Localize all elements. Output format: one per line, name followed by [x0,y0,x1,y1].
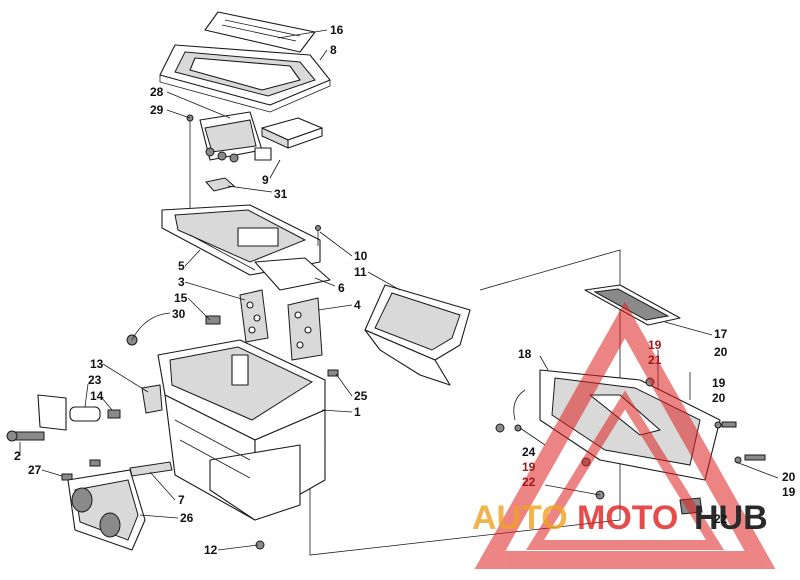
callout-14: 14 [90,389,104,403]
callout-25: 25 [354,389,368,403]
callout-20-a: 20 [714,345,728,359]
callout-16: 16 [330,23,344,37]
part-4-gasket [287,297,323,361]
watermark-word-auto: AUTO [472,499,568,537]
callout-7: 7 [178,493,185,507]
leader-lines [19,29,779,551]
callout-27: 27 [28,463,42,477]
part-7-tube [129,461,173,477]
callout-9: 9 [262,173,269,187]
part-1-airbox [157,339,326,521]
part-13-clip [141,384,163,414]
part-16-label [204,11,316,53]
callout-19-a: 19 [648,338,662,352]
callout-17: 17 [714,327,728,341]
watermark-triangle-outer [474,301,776,569]
callout-31: 31 [274,187,288,201]
part-8-cover [159,44,331,113]
part-2-bracket [6,394,101,481]
callout-19-b: 19 [712,376,726,390]
callout-26: 26 [180,511,194,525]
part-9-filter [261,117,323,149]
part-11-duct [364,284,471,386]
callout-11: 11 [354,265,367,279]
callout-1: 1 [354,405,361,419]
part-3-gasket [239,289,269,343]
callout-20-c: 20 [782,470,796,484]
part-15-bolt [205,315,221,325]
watermark-wordmark: AUTO MOTO HUB [472,499,768,537]
callout-22-b: 22 [714,512,728,526]
part-10-screw [315,225,321,246]
callout-21: 21 [648,353,662,367]
callout-28: 28 [150,85,164,99]
callout-22-a: 22 [522,475,536,489]
detail-frame [309,249,621,556]
part-31-plate [205,177,236,192]
callout-29: 29 [150,103,164,117]
part-28-module [186,111,272,215]
callout-30: 30 [172,307,186,321]
watermark-triangle-inner [526,390,724,550]
part-23-sensor [69,406,121,422]
callout-2: 2 [14,449,21,463]
callout-8: 8 [330,43,337,57]
part-5-tray [161,204,331,291]
callout-18: 18 [518,347,532,361]
callout-10: 10 [354,249,368,263]
callout-20-b: 20 [712,391,726,405]
watermark-word-hub: HUB [694,499,768,537]
callout-4: 4 [354,298,361,312]
part-26-silencer [67,469,146,551]
part-25-bolt [327,369,339,377]
callout-6: 6 [338,281,345,295]
callout-19-d: 19 [782,485,796,499]
callout-numbers: 16 8 28 29 9 31 10 5 11 6 3 15 4 30 13 2… [14,23,796,557]
callout-15: 15 [174,291,188,305]
callout-3: 3 [178,275,185,289]
callout-13: 13 [90,357,104,371]
watermark-logo [474,301,776,569]
callout-23: 23 [88,373,102,387]
callout-5: 5 [178,259,185,273]
callout-19-c: 19 [522,460,536,474]
callout-12: 12 [204,543,218,557]
callout-24: 24 [522,445,536,459]
watermark-word-moto: MOTO [577,499,678,537]
